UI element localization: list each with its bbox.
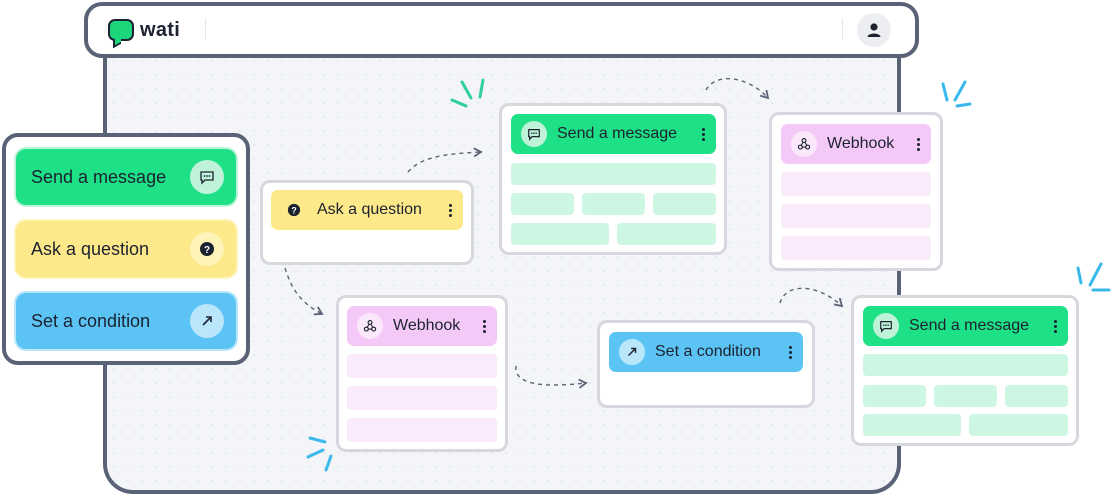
kebab-menu-icon[interactable] (481, 319, 487, 333)
content-placeholder (511, 223, 609, 245)
content-placeholder (511, 163, 716, 185)
node-label: Set a condition (655, 343, 761, 360)
content-placeholder (863, 414, 961, 436)
top-bar-divider (842, 18, 843, 40)
wati-logo[interactable]: wati (108, 15, 228, 45)
content-placeholder (617, 223, 716, 245)
webhook-icon (791, 131, 817, 157)
content-placeholder (863, 385, 926, 407)
palette-item-label: Set a condition (31, 310, 151, 331)
set-condition-node[interactable]: Set a condition (609, 332, 803, 372)
arrow-icon (190, 304, 224, 338)
logo-chat-icon (108, 19, 134, 41)
chat-icon (873, 313, 899, 339)
node-label: Webhook (827, 135, 895, 152)
arrow-icon (619, 339, 645, 365)
content-placeholder (781, 172, 931, 196)
content-placeholder (863, 354, 1068, 376)
node-label: Ask a question (317, 201, 422, 218)
content-placeholder (582, 193, 645, 215)
webhook-node[interactable]: Webhook (347, 306, 497, 346)
user-profile-button[interactable] (857, 13, 891, 47)
user-icon (867, 23, 881, 37)
palette-item-ask-question[interactable]: Ask a question ? (16, 221, 236, 277)
question-icon: ? (281, 197, 307, 223)
question-icon: ? (190, 232, 224, 266)
send-message-node[interactable]: Send a message (511, 114, 716, 154)
node-label: Send a message (557, 125, 678, 142)
node-label: Webhook (393, 317, 461, 334)
ask-question-node[interactable]: ? Ask a question (271, 190, 463, 230)
top-bar (84, 2, 919, 58)
svg-text:?: ? (204, 245, 210, 256)
top-bar-divider (205, 18, 206, 40)
palette-item-set-condition[interactable]: Set a condition (16, 293, 236, 349)
kebab-menu-icon[interactable] (1052, 319, 1058, 333)
content-placeholder (347, 386, 497, 410)
kebab-menu-icon[interactable] (915, 137, 921, 151)
send-message-node[interactable]: Send a message (863, 306, 1068, 346)
app-name: wati (140, 18, 181, 41)
content-placeholder (653, 193, 716, 215)
chat-icon (190, 160, 224, 194)
webhook-icon (357, 313, 383, 339)
content-placeholder (347, 354, 497, 378)
node-label: Send a message (909, 317, 1030, 334)
kebab-menu-icon[interactable] (787, 345, 793, 359)
content-placeholder (347, 418, 497, 442)
palette-item-label: Ask a question (31, 238, 150, 259)
webhook-node[interactable]: Webhook (781, 124, 931, 164)
svg-text:?: ? (291, 206, 296, 216)
content-placeholder (781, 236, 931, 260)
kebab-menu-icon[interactable] (700, 127, 706, 141)
content-placeholder (934, 385, 997, 407)
palette-item-label: Send a message (31, 166, 167, 187)
content-placeholder (1005, 385, 1068, 407)
kebab-menu-icon[interactable] (447, 203, 453, 217)
palette-item-send-message[interactable]: Send a message (16, 149, 236, 205)
content-placeholder (969, 414, 1068, 436)
chat-icon (521, 121, 547, 147)
content-placeholder (511, 193, 574, 215)
content-placeholder (781, 204, 931, 228)
